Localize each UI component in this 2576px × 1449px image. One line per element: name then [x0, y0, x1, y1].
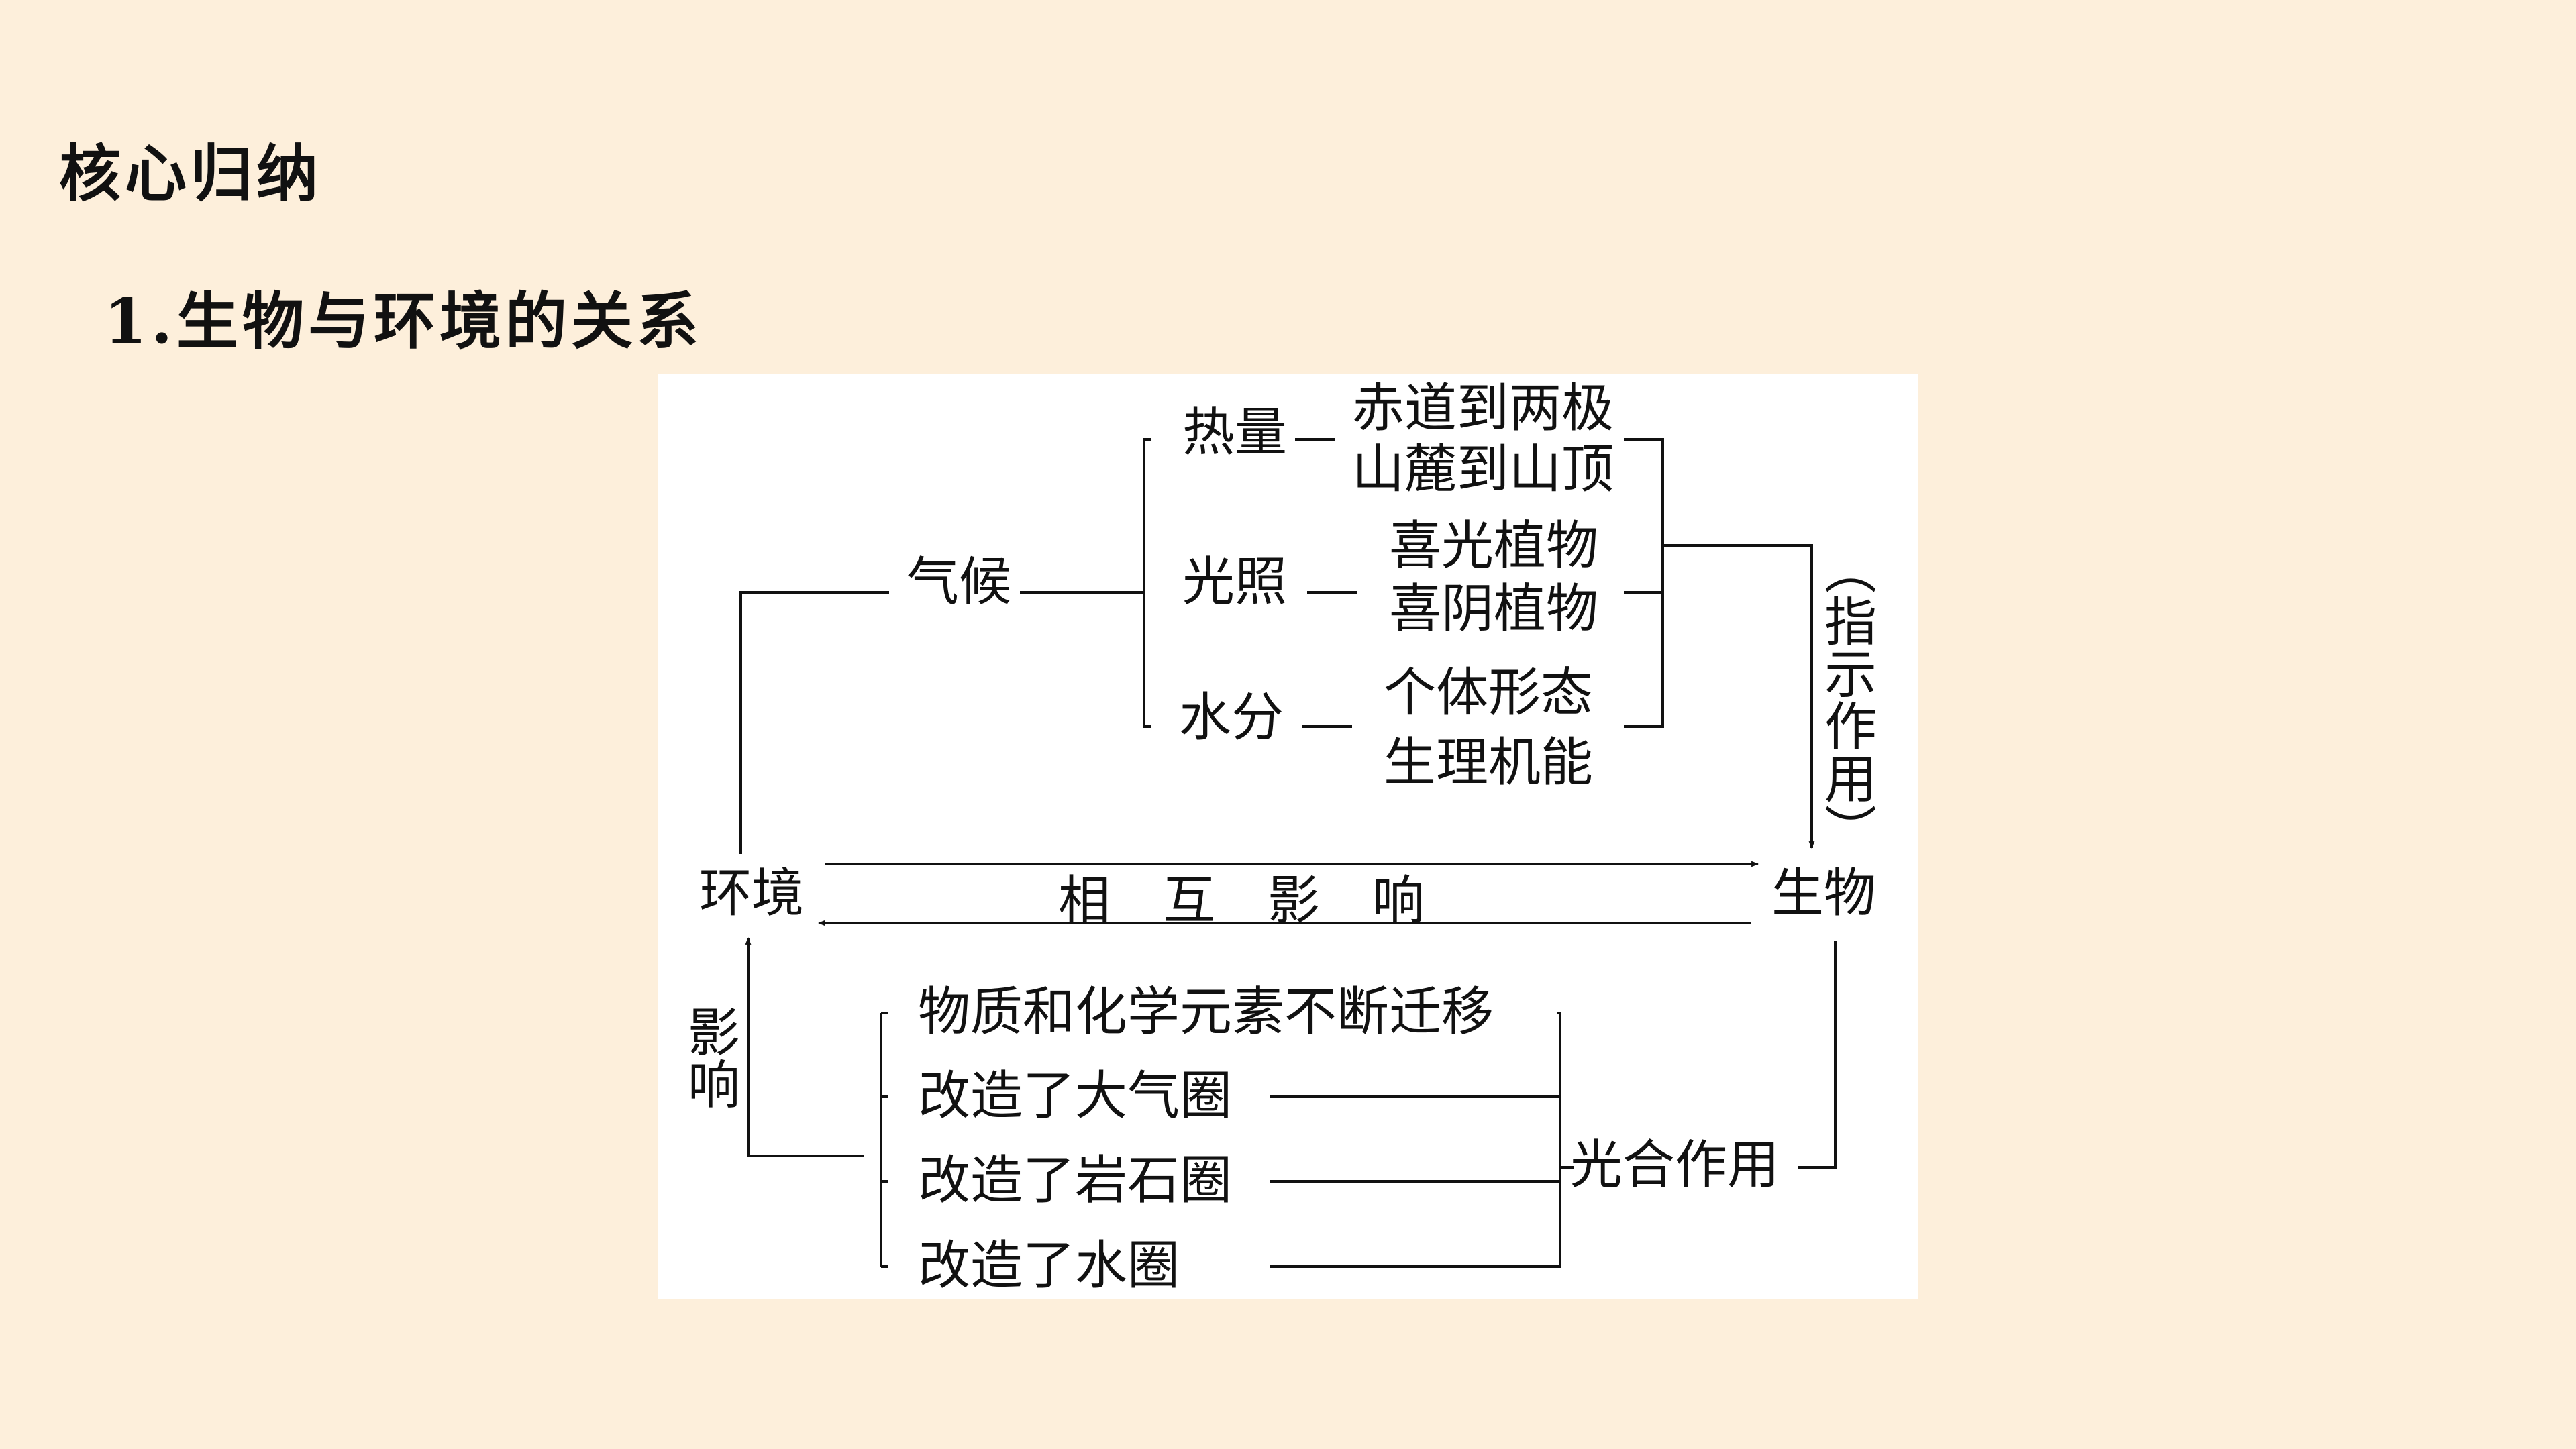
diagram-connectors [739, 438, 1837, 1268]
env-climate-connector [739, 591, 889, 854]
environment-label: 环境 [699, 863, 805, 924]
mutual-influence-label: 相互影响 [1058, 871, 1478, 931]
light-effect-line2: 喜阴植物 [1389, 579, 1599, 639]
effect-bracket [1624, 438, 1664, 728]
heat-effect-line2: 山麓到山顶 [1352, 439, 1614, 500]
light-label: 光照 [1182, 552, 1288, 612]
change-left-bracket [880, 1012, 888, 1268]
photosynthesis-label: 光合作用 [1570, 1135, 1780, 1195]
water-effect-line1: 个体形态 [1384, 663, 1594, 723]
organism-label: 生物 [1771, 863, 1877, 924]
indication-arrow [1663, 544, 1815, 849]
change-item: 改造了岩石圈 [918, 1150, 1233, 1211]
influence-label: 影响 [679, 1005, 739, 1110]
water-effect-line2: 生理机能 [1384, 733, 1594, 793]
heat-label: 热量 [1182, 402, 1288, 463]
factor-bracket [1143, 438, 1151, 728]
section-title: 1.生物与环境的关系 [104, 285, 703, 358]
light-effect-line1: 喜光植物 [1389, 516, 1599, 576]
change-item: 改造了大气圈 [918, 1066, 1233, 1126]
change-item: 物质和化学元素不断迁移 [918, 982, 1494, 1042]
change-item: 改造了水圈 [918, 1236, 1180, 1296]
organism-photosynthesis-connector [1798, 941, 1837, 1169]
change-right-bracket [1557, 1012, 1561, 1268]
water-label: 水分 [1179, 688, 1284, 748]
influence-arrow [745, 936, 864, 1157]
indication-label: （指示作用） [1816, 542, 1876, 856]
heat-effect-line1: 赤道到两极 [1352, 378, 1614, 439]
relationship-diagram: 环境 生物 气候 热量 光照 水分 赤道到两极 山麓到山顶 喜光植物 喜阴植物 … [658, 374, 1918, 1299]
page-title: 核心归纳 [59, 138, 323, 210]
climate-label: 气候 [907, 552, 1012, 612]
